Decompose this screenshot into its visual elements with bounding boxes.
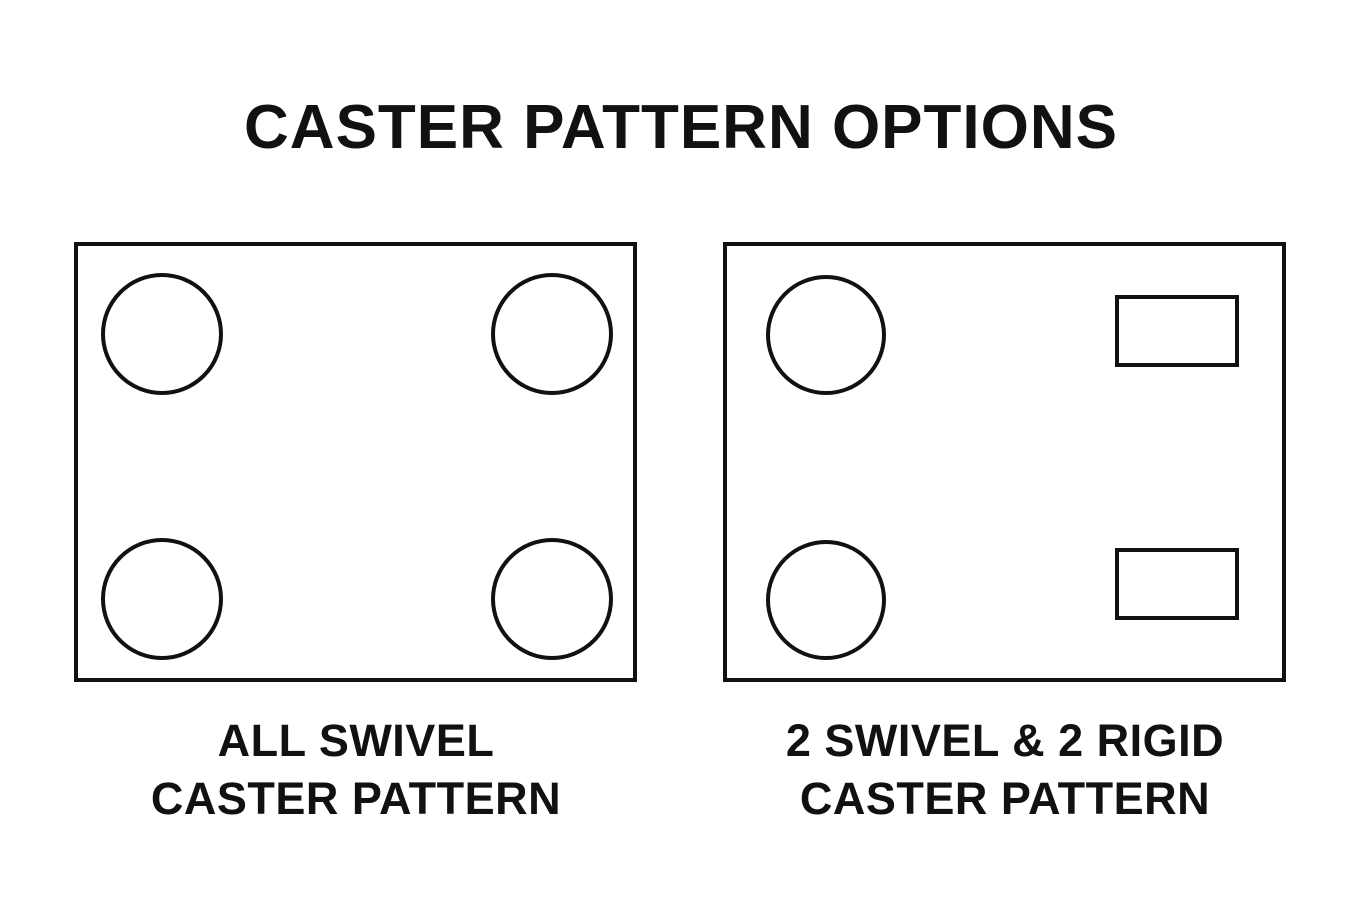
caption-line: 2 SWIVEL & 2 RIGID: [785, 715, 1225, 766]
swivel-caster-icon: [766, 540, 886, 660]
swivel-caster-icon: [766, 275, 886, 395]
swivel-caster-icon: [101, 273, 223, 395]
rigid-caster-icon: [1115, 548, 1239, 620]
platform-all-swivel: [74, 242, 637, 682]
caption-all-swivel: ALL SWIVEL CASTER PATTERN: [56, 712, 656, 828]
platform-swivel-rigid: [723, 242, 1286, 682]
caption-swivel-rigid: 2 SWIVEL & 2 RIGID CASTER PATTERN: [705, 712, 1305, 828]
caption-line: CASTER PATTERN: [799, 773, 1211, 824]
swivel-caster-icon: [101, 538, 223, 660]
swivel-caster-icon: [491, 538, 613, 660]
diagram-title: CASTER PATTERN OPTIONS: [244, 93, 1118, 162]
caption-line: CASTER PATTERN: [150, 773, 562, 824]
rigid-caster-icon: [1115, 295, 1239, 367]
caption-line: ALL SWIVEL: [217, 715, 495, 766]
swivel-caster-icon: [491, 273, 613, 395]
